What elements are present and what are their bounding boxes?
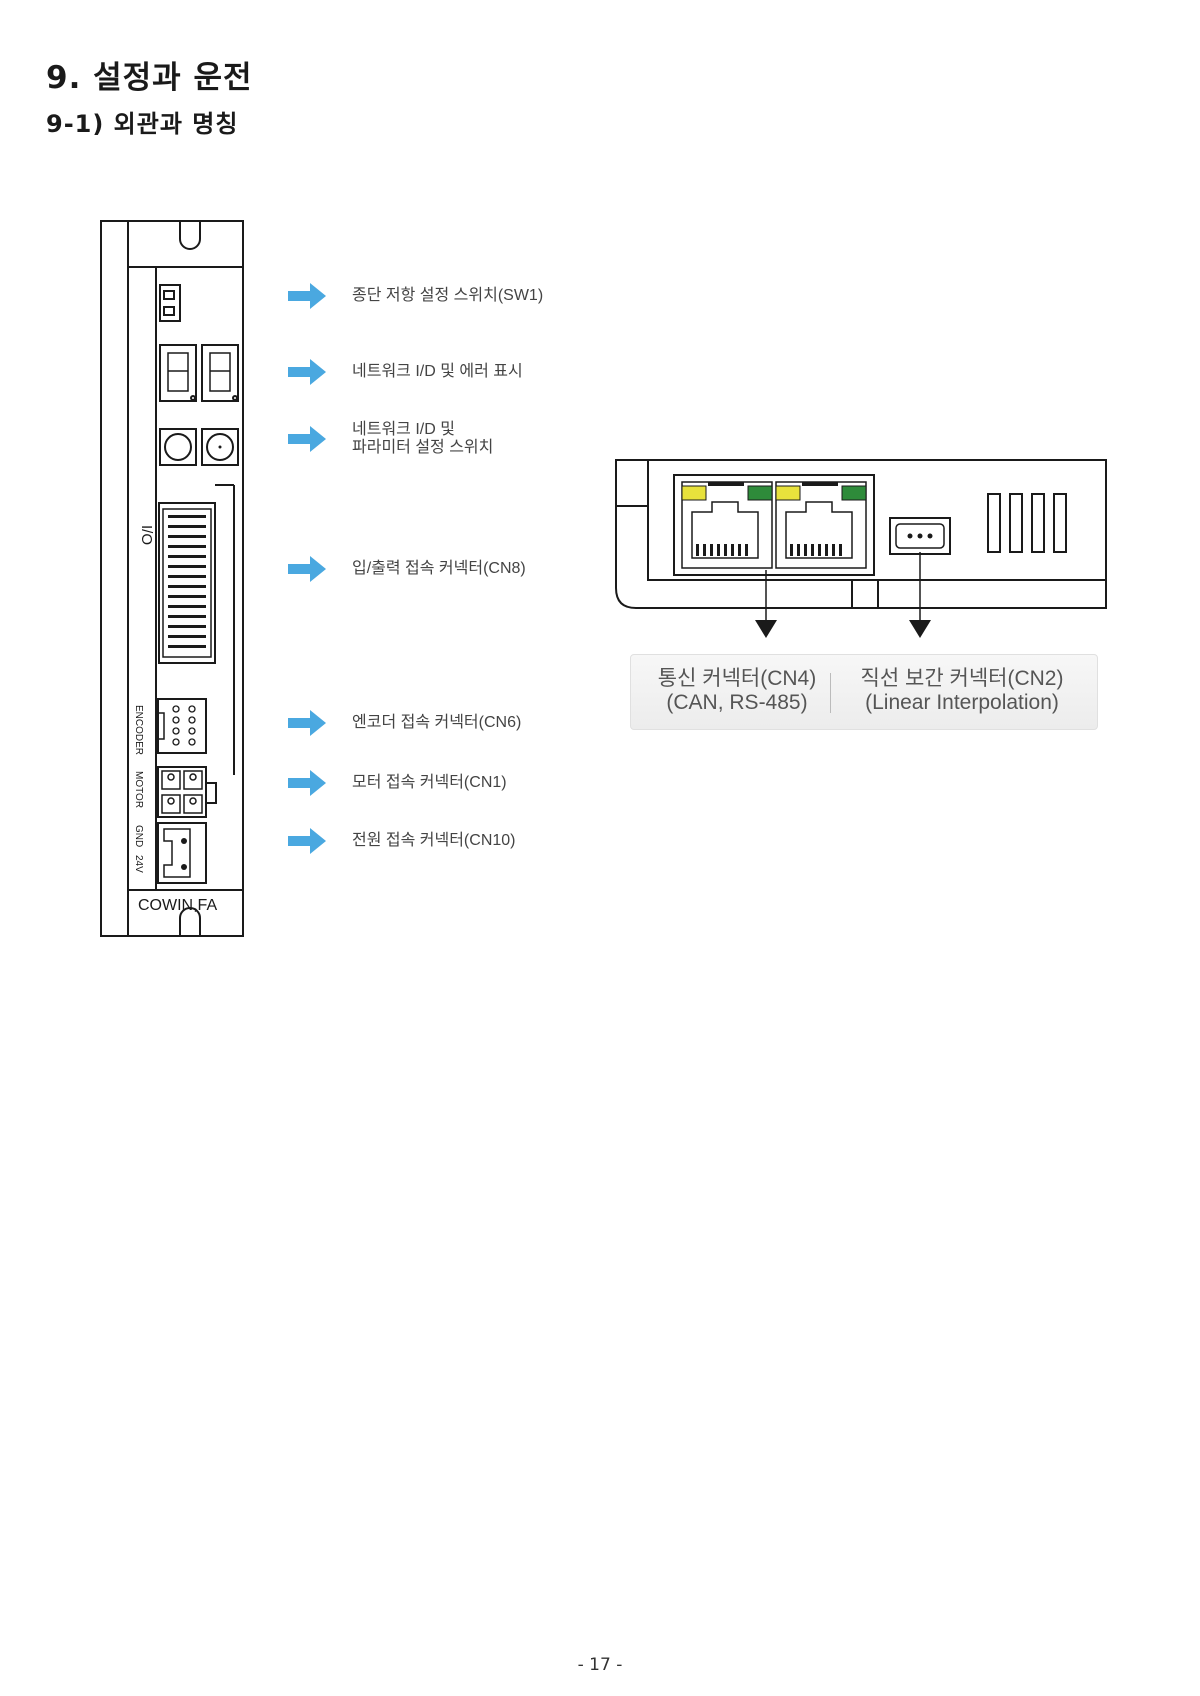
rj45-pin	[797, 544, 800, 556]
callout-label-line: 모터 접속 커넥터(CN1)	[352, 774, 507, 791]
section-title: 9. 설정과 운전	[46, 60, 253, 96]
callout-label-line: 네트워크 I/D 및 에러 표시	[352, 363, 523, 380]
rj45-pin	[811, 544, 814, 556]
io-pin	[168, 535, 206, 538]
encoder-pin	[188, 716, 196, 724]
rj45-pin	[724, 544, 727, 556]
rj45-pin	[790, 544, 793, 556]
encoder-label: ENCODER	[133, 705, 144, 755]
encoder-pin	[188, 738, 196, 746]
io-pin	[168, 555, 206, 558]
brand-logo: COWIN,FA	[138, 897, 217, 914]
callout-label-line: 종단 저항 설정 스위치(SW1)	[352, 287, 544, 304]
status-led	[681, 485, 707, 501]
callout-arrow-icon	[288, 359, 326, 385]
encoder-pin	[172, 727, 180, 735]
callout-label-line: 전원 접속 커넥터(CN10)	[352, 832, 516, 849]
io-pin	[168, 575, 206, 578]
callout-label-line: 입/출력 접속 커넥터(CN8)	[352, 560, 526, 577]
io-pin	[168, 515, 206, 518]
drive-front-view: I/O ENCODER MOTOR GND 24V COWIN,FA	[100, 220, 244, 937]
page-number: - 17 -	[577, 1655, 623, 1675]
encoder-pin	[172, 716, 180, 724]
down-arrow-cn4	[755, 620, 777, 638]
io-label: I/O	[138, 525, 155, 545]
callout-arrow-icon	[288, 283, 326, 309]
callout-arrow-icon	[288, 426, 326, 452]
encoder-pin	[188, 727, 196, 735]
rj45-pin	[839, 544, 842, 556]
encoder-pin	[172, 738, 180, 746]
legend-cn2: 직선 보간 커넥터(CN2) (Linear Interpolation)	[837, 667, 1087, 715]
rj45-pin	[804, 544, 807, 556]
legend-cn4-name: 통신 커넥터(CN4)	[657, 667, 817, 690]
io-pin	[168, 645, 206, 648]
callout-label-line: 네트워크 I/D 및	[352, 421, 455, 438]
rj45-pin	[818, 544, 821, 556]
callout-label-line: 엔코더 접속 커넥터(CN6)	[352, 714, 522, 731]
callout-arrow-icon	[288, 828, 326, 854]
io-pin	[168, 565, 206, 568]
status-led	[747, 485, 773, 501]
rj45-pin	[745, 544, 748, 556]
connector-legend: 통신 커넥터(CN4) (CAN, RS-485) 직선 보간 커넥터(CN2)…	[630, 654, 1098, 730]
callout-arrow-icon	[288, 556, 326, 582]
io-pin	[168, 635, 206, 638]
callout-label: 전원 접속 커넥터(CN10)	[352, 832, 516, 850]
rj45-pin	[696, 544, 699, 556]
rj45-pin	[832, 544, 835, 556]
io-pin	[168, 545, 206, 548]
io-pin	[168, 625, 206, 628]
rj45-pin	[731, 544, 734, 556]
callout-label: 종단 저항 설정 스위치(SW1)	[352, 287, 543, 305]
down-arrow-cn2	[909, 620, 931, 638]
encoder-pin	[188, 705, 196, 713]
status-led	[775, 485, 801, 501]
legend-cn2-name: 직선 보간 커넥터(CN2)	[860, 667, 1064, 690]
io-pin	[168, 605, 206, 608]
callout-label: 입/출력 접속 커넥터(CN8)	[352, 560, 526, 578]
encoder-pin	[172, 705, 180, 713]
callout-label: 엔코더 접속 커넥터(CN6)	[352, 714, 521, 732]
io-connector-pins	[168, 515, 206, 648]
gnd-label: GND	[133, 825, 144, 847]
subsection-title: 9-1) 외관과 명칭	[46, 110, 239, 138]
callout-arrow-icon	[288, 710, 326, 736]
callout-label-line: 파라미터 설정 스위치	[352, 439, 494, 456]
motor-label: MOTOR	[133, 771, 144, 808]
status-leds	[681, 485, 867, 501]
rj45-pin	[717, 544, 720, 556]
callout-label: 네트워크 I/D 및 에러 표시	[352, 363, 523, 381]
legend-divider	[830, 673, 831, 713]
legend-cn2-desc: (Linear Interpolation)	[865, 691, 1059, 714]
callout-arrow-icon	[288, 770, 326, 796]
io-pin	[168, 595, 206, 598]
rj45-pin	[703, 544, 706, 556]
legend-cn4-desc: (CAN, RS-485)	[666, 691, 808, 714]
status-led	[841, 485, 867, 501]
io-pin	[168, 525, 206, 528]
legend-cn4: 통신 커넥터(CN4) (CAN, RS-485)	[651, 667, 823, 715]
rj45-pin	[825, 544, 828, 556]
connector-panel-view	[615, 459, 1107, 638]
v24-label: 24V	[133, 855, 144, 873]
encoder-connector-pins	[172, 705, 196, 746]
io-pin	[168, 585, 206, 588]
rj45-pins	[696, 544, 842, 556]
rj45-pin	[738, 544, 741, 556]
rj45-pin	[710, 544, 713, 556]
io-pin	[168, 615, 206, 618]
callout-label: 모터 접속 커넥터(CN1)	[352, 774, 507, 792]
